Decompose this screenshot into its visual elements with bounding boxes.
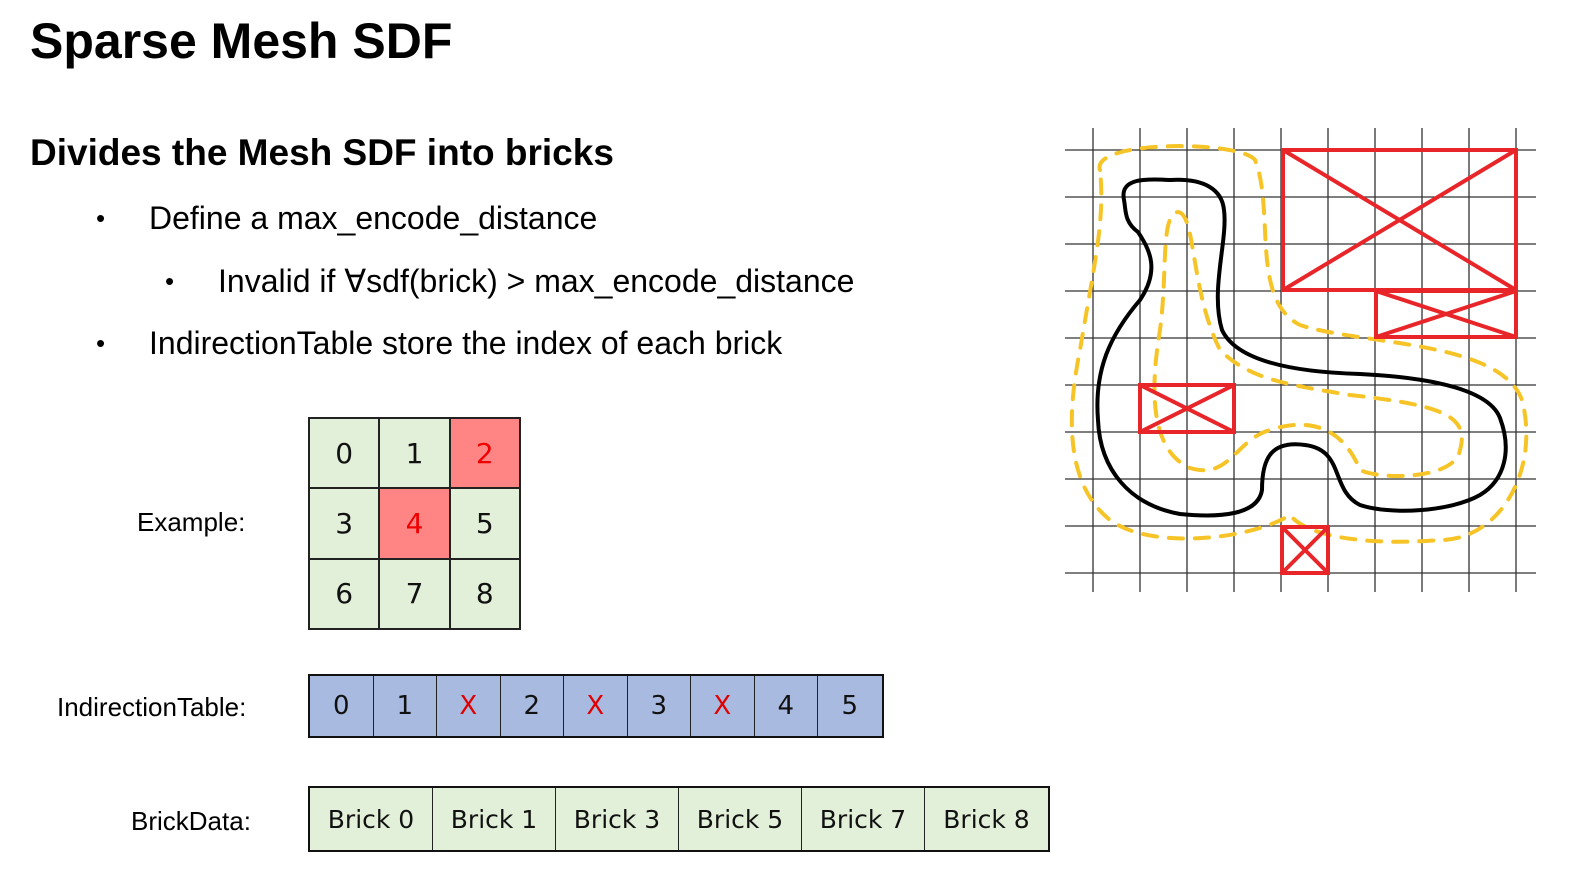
brick-cell: 0 [309,418,380,489]
indirection-cell: 5 [818,676,882,736]
brick-data-array: Brick 0 Brick 1 Brick 3 Brick 5 Brick 7 … [308,786,1050,852]
invalid-brick-large [1281,148,1518,292]
brick-data-cell: Brick 7 [802,788,925,850]
invalid-brick-strip [1374,289,1518,339]
invalid-brick-small [1280,525,1330,575]
mesh-outline [1095,177,1508,518]
indirection-cell: 1 [373,676,437,736]
invalid-brick-boxes [1138,148,1518,575]
sdf-inner-contour [1152,209,1464,478]
brick-data-cell: Brick 0 [310,788,433,850]
example-brick-grid: 0 1 2 3 4 5 6 7 8 [308,417,521,630]
page-title: Sparse Mesh SDF [30,13,453,69]
brick-data-cell: Brick 5 [679,788,802,850]
brick-cell: 1 [379,418,450,489]
brick-data-cell: Brick 1 [433,788,556,850]
indirection-cell: X [564,676,628,736]
brick-cell: 6 [309,558,380,629]
brick-cell: 4 [379,488,450,559]
bullet-dot-icon: • [96,328,106,358]
example-label: Example: [137,507,246,537]
indirection-table: 0 1 X 2 X 3 X 4 5 [308,674,884,738]
indirection-table-label: IndirectionTable: [57,692,247,722]
bullet-text: Define a max_encode_distance [149,200,598,236]
brick-data-label: BrickData: [131,806,251,836]
brick-data-cell: Brick 3 [556,788,679,850]
brick-cell: 7 [379,558,450,629]
brick-cell: 8 [449,558,520,629]
indirection-cell: X [437,676,501,736]
indirection-cell: 0 [310,676,374,736]
sdf-outer-contour [1069,144,1529,544]
brick-cell: 3 [309,488,380,559]
invalid-brick-left [1138,383,1236,434]
brick-cell: 2 [449,418,520,489]
sparse-sdf-sketch [1065,128,1536,592]
bullet-dot-icon: • [165,266,175,296]
bullet-text: IndirectionTable store the index of each… [149,325,783,361]
indirection-cell: 3 [627,676,691,736]
bullet-dot-icon: • [96,203,106,233]
bullet-text: Invalid if ∀sdf(brick) > max_encode_dist… [218,263,855,299]
indirection-cell: 4 [754,676,818,736]
brick-cell: 5 [449,488,520,559]
indirection-cell: 2 [500,676,564,736]
section-subtitle: Divides the Mesh SDF into bricks [30,132,614,173]
brick-data-cell: Brick 8 [925,788,1048,850]
indirection-cell: X [691,676,755,736]
